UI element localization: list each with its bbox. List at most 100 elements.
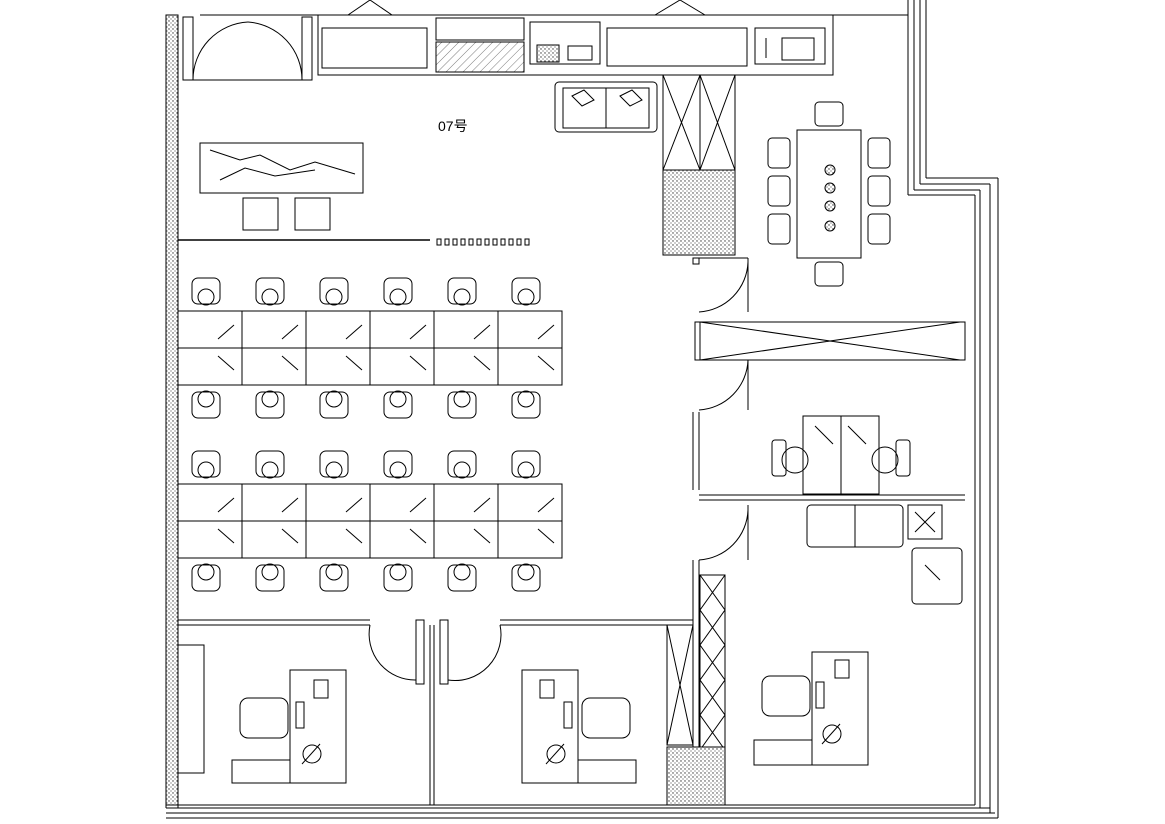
office-chair (383, 391, 413, 419)
person-icon (389, 461, 407, 479)
workstation-desk (369, 520, 435, 559)
office-chair (447, 391, 477, 419)
pantry-counter (317, 0, 834, 76)
workstation-desk (369, 483, 435, 522)
office-chair (255, 277, 285, 305)
lower-offices-partition (178, 619, 693, 805)
office-chair (191, 564, 221, 592)
interior-walls-right (692, 257, 966, 805)
office-chair (191, 391, 221, 419)
office-chair (255, 391, 285, 419)
monitor-icon (537, 324, 555, 340)
meeting-table (767, 101, 891, 287)
storage-cabinet (662, 74, 736, 256)
office-chair (511, 564, 541, 592)
workstation-blocks (177, 277, 563, 592)
person-icon (261, 563, 279, 581)
office-chair (191, 450, 221, 478)
office-chair (319, 391, 349, 419)
manager-office-desks (771, 415, 911, 495)
monitor-icon (217, 324, 235, 340)
office-chair (255, 564, 285, 592)
workstation-desk (433, 310, 499, 349)
person-icon (453, 563, 471, 581)
workstation-desk (241, 310, 307, 349)
monitor-icon (409, 497, 427, 513)
person-icon (325, 390, 343, 408)
outer-walls (165, 0, 999, 819)
person-icon (197, 288, 215, 306)
office-chair (319, 450, 349, 478)
monitor-icon (345, 497, 363, 513)
office-chair (383, 564, 413, 592)
workstation-desk (177, 483, 243, 522)
unit-label: 07号 (438, 118, 468, 134)
monitor-icon (345, 324, 363, 340)
person-icon (453, 461, 471, 479)
partition-blocks (436, 238, 530, 246)
workstation-desk (305, 483, 371, 522)
workstation-block (177, 450, 563, 592)
workstation-desk (177, 520, 243, 559)
person-icon (389, 563, 407, 581)
monitor-icon (409, 324, 427, 340)
workstation-desk (305, 310, 371, 349)
office-desk-right (753, 651, 869, 766)
person-icon (453, 288, 471, 306)
office-chair (383, 450, 413, 478)
monitor-icon (409, 528, 427, 544)
office-chair (319, 277, 349, 305)
person-icon (261, 390, 279, 408)
workstation-desk (305, 520, 371, 559)
person-icon (325, 288, 343, 306)
workstation-desk (433, 520, 499, 559)
workstation-block (177, 277, 563, 419)
office-chair (447, 277, 477, 305)
workstation-desk (177, 347, 243, 386)
person-icon (197, 461, 215, 479)
person-icon (261, 288, 279, 306)
person-icon (389, 390, 407, 408)
monitor-icon (281, 497, 299, 513)
office-chair (447, 450, 477, 478)
monitor-icon (409, 355, 427, 371)
monitor-icon (217, 528, 235, 544)
office-chair (511, 277, 541, 305)
office-desk-middle (521, 669, 637, 784)
monitor-icon (217, 355, 235, 371)
person-icon (453, 390, 471, 408)
monitor-icon (473, 528, 491, 544)
office-chair (447, 564, 477, 592)
monitor-icon (345, 355, 363, 371)
monitor-icon (473, 324, 491, 340)
person-icon (389, 288, 407, 306)
workstation-desk (241, 520, 307, 559)
workstation-desk (497, 347, 563, 386)
workstation-desk (241, 483, 307, 522)
office-chair (511, 391, 541, 419)
reception-desk (199, 142, 364, 231)
person-icon (197, 390, 215, 408)
monitor-icon (473, 355, 491, 371)
monitor-icon (473, 497, 491, 513)
office-chair (383, 277, 413, 305)
monitor-icon (281, 324, 299, 340)
person-icon (261, 461, 279, 479)
entrance-double-door (182, 16, 313, 81)
monitor-icon (537, 497, 555, 513)
person-icon (325, 461, 343, 479)
monitor-icon (537, 528, 555, 544)
workstation-desk (369, 347, 435, 386)
person-icon (517, 563, 535, 581)
office-chair (319, 564, 349, 592)
workstation-desk (497, 520, 563, 559)
person-icon (517, 461, 535, 479)
workstation-desk (305, 347, 371, 386)
monitor-icon (281, 355, 299, 371)
workstation-desk (497, 310, 563, 349)
office-sofa-set (806, 504, 963, 605)
office-chair (511, 450, 541, 478)
person-icon (197, 563, 215, 581)
lounge-sofa (554, 81, 658, 133)
